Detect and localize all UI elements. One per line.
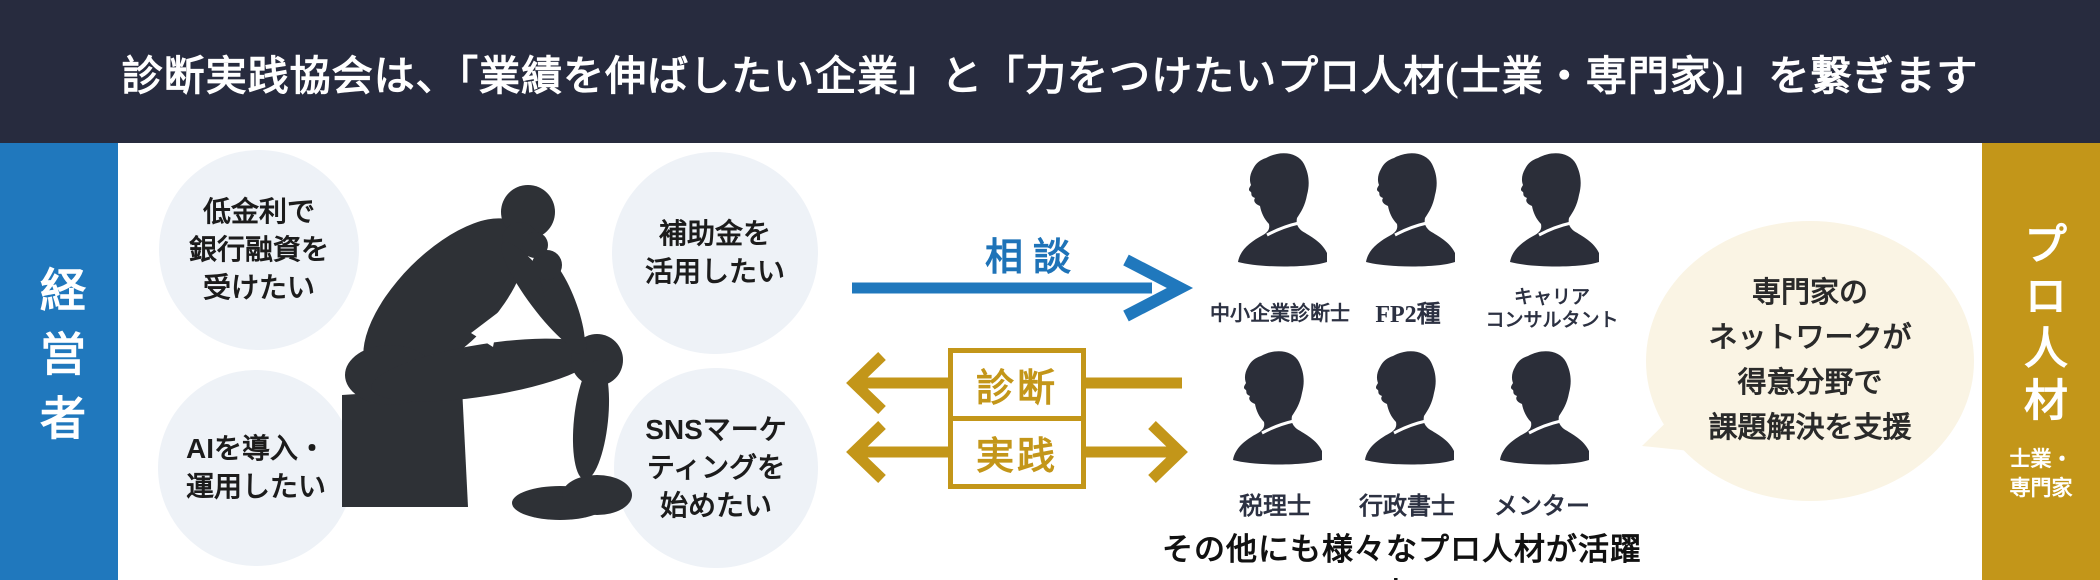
pro-label-line: コンサルタント bbox=[1485, 310, 1619, 332]
practice-label: 実践 bbox=[975, 436, 1058, 478]
pro-head-icon bbox=[1236, 151, 1329, 268]
diagnosis-label: 診断 bbox=[953, 353, 1081, 421]
pro-label-line: FP2種 bbox=[1375, 302, 1441, 328]
pro-label-tax-accountant: 税理士 bbox=[1215, 486, 1335, 521]
banner-title: 診断実践協会は、「業績を伸ばしたい企業」と「力をつけたいプロ人材(士業・専門家)… bbox=[121, 52, 1979, 99]
bubble-line: 活用したい bbox=[644, 256, 785, 287]
bubble-line: 補助金を bbox=[658, 217, 771, 249]
need-bubble-bank-loan: 低金利で 銀行融資を 受けたい bbox=[159, 150, 359, 350]
bubble-line: AIを導入・ bbox=[185, 432, 326, 464]
pro-label-administrative-scrivener: 行政書士 bbox=[1337, 486, 1477, 521]
cloud-line: 課題解決を支援 bbox=[1708, 411, 1912, 444]
bubble-line: 始めたい bbox=[659, 490, 772, 522]
need-bubble-subsidy: 補助金を 活用したい bbox=[612, 152, 818, 354]
pro-label-line: キャリア bbox=[1513, 287, 1590, 308]
business-owner-label: 経営者 bbox=[34, 265, 85, 458]
pro-head-icon bbox=[1231, 349, 1324, 466]
cloud-line: 専門家の bbox=[1751, 277, 1868, 310]
pro-label-line: 中小企業診断士 bbox=[1210, 303, 1350, 325]
bubble-line: ティングを bbox=[646, 451, 786, 483]
bubble-line: 運用したい bbox=[185, 471, 326, 502]
other-professionals-note: その他にも様々なプロ人材が活躍中! bbox=[1162, 532, 1642, 580]
pro-talent-sub-line: 士業・ bbox=[2009, 447, 2073, 472]
business-owner-bar: 経営者 bbox=[0, 143, 118, 580]
pro-head-icon bbox=[1364, 151, 1457, 268]
bubble-line: SNSマーケ bbox=[645, 413, 787, 445]
need-bubble-ai: AIを導入・ 運用したい bbox=[158, 370, 354, 566]
cloud-line: ネットワークが bbox=[1708, 322, 1912, 355]
pro-talent-bar: プロ人材 士業・ 専門家 bbox=[1982, 143, 2100, 580]
pro-head-icon bbox=[1508, 151, 1601, 268]
bubble-line: 受けたい bbox=[202, 272, 315, 304]
pro-head-icon bbox=[1363, 349, 1456, 466]
cloud-line: 得意分野で bbox=[1737, 367, 1883, 399]
pro-talent-sublabel: 士業・ 専門家 bbox=[2010, 445, 2073, 502]
pro-label-line: メンター bbox=[1494, 494, 1590, 520]
top-banner: 診断実践協会は、「業績を伸ばしたい企業」と「力をつけたいプロ人材(士業・専門家)… bbox=[0, 0, 2100, 143]
pro-label-fp2: FP2種 bbox=[1348, 294, 1468, 329]
pro-label-career-consultant: キャリア コンサルタント bbox=[1452, 286, 1652, 332]
bubble-line: 銀行融資を bbox=[188, 233, 329, 265]
pro-label-sme-consultant: 中小企業診断士 bbox=[1180, 297, 1380, 326]
consult-label: 相談 bbox=[984, 237, 1081, 279]
pro-label-mentor: メンター bbox=[1472, 486, 1612, 521]
pro-talent-label: プロ人材 bbox=[2017, 221, 2066, 430]
pro-label-line: 税理士 bbox=[1239, 494, 1311, 520]
bubble-line: 低金利で bbox=[202, 195, 315, 227]
pro-label-line: 行政書士 bbox=[1359, 494, 1455, 520]
pro-talent-sub-line: 専門家 bbox=[2009, 475, 2073, 500]
thinker-silhouette-icon bbox=[342, 185, 632, 520]
need-bubble-sns: SNSマーケ ティングを 始めたい bbox=[614, 368, 818, 568]
pro-head-icon bbox=[1498, 349, 1591, 466]
network-speech-bubble: 専門家の ネットワークが 得意分野で 課題解決を支援 bbox=[1646, 221, 1974, 501]
diagnosis-practice-box: 診断 実践 bbox=[948, 348, 1086, 489]
